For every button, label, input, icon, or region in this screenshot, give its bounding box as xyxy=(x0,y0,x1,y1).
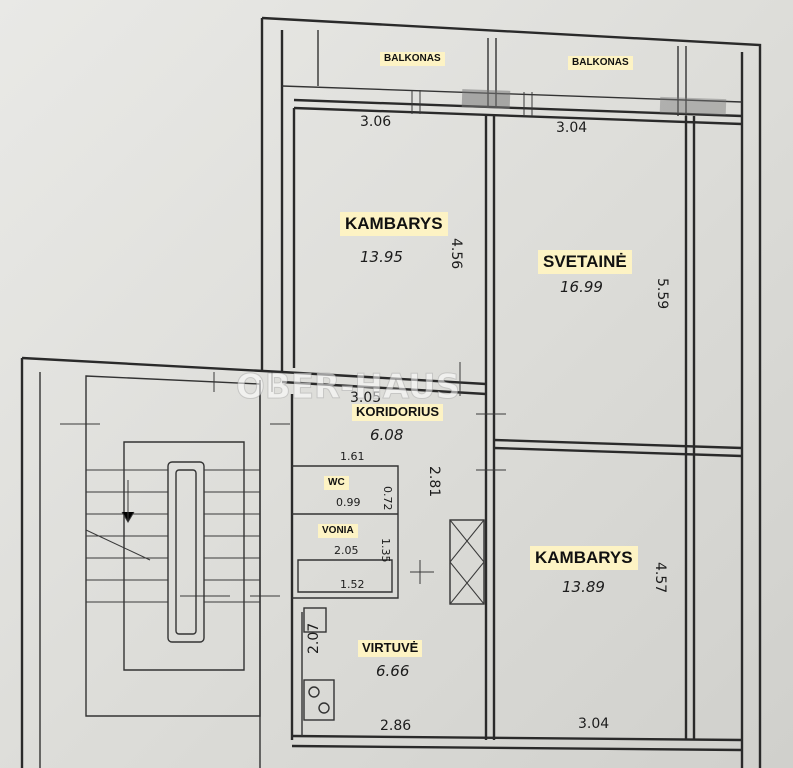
room-label-balkonas-right: BALKONAS xyxy=(568,56,633,70)
dim-top-right-width: 3.04 xyxy=(556,120,587,136)
dim-svetaine-height: 5.59 xyxy=(654,278,670,309)
room-label-svetaine: SVETAINĖ xyxy=(538,250,632,274)
dim-koridorius-width: 3.05 xyxy=(350,390,381,406)
room-label-wc: WC xyxy=(324,476,349,490)
dim-kambarys-bottom-height: 4.57 xyxy=(652,562,668,593)
dim-vonia-width: 1.52 xyxy=(340,578,365,591)
outer-walls xyxy=(20,16,762,768)
area-virtuve: 6.66 xyxy=(376,662,409,680)
room-label-virtuve: VIRTUVĖ xyxy=(358,640,423,657)
watermark: OBER-HAUS xyxy=(236,367,460,407)
dim-virtuve-width: 2.86 xyxy=(380,718,411,734)
room-label-kambarys-bottom: KAMBARYS xyxy=(530,546,638,570)
room-areas: 13.95 16.99 6.08 0.99 2.05 13.89 6.66 xyxy=(334,248,605,680)
room-label-balkonas-left: BALKONAS xyxy=(380,52,445,66)
staircase xyxy=(85,375,261,717)
area-vonia: 2.05 xyxy=(334,544,359,557)
balcony-band xyxy=(281,30,743,126)
area-kambarys-bottom: 13.89 xyxy=(562,578,605,596)
room-label-vonia: VONIA xyxy=(318,524,358,538)
room-label-kambarys-top: KAMBARYS xyxy=(340,212,448,236)
dim-top-left-width: 3.06 xyxy=(360,114,391,130)
door-marks xyxy=(60,362,506,721)
interior-walls xyxy=(281,108,743,752)
dim-kambarys-top-height: 4.56 xyxy=(448,238,464,269)
dim-koridorius-height: 2.81 xyxy=(426,466,442,497)
dim-kambarys-bottom-width: 3.04 xyxy=(578,716,609,732)
dim-virtuve-height: 2.07 xyxy=(306,623,322,654)
dim-wc-depth: 0.72 xyxy=(381,486,394,511)
area-wc: 0.99 xyxy=(336,496,361,509)
area-svetaine: 16.99 xyxy=(560,278,603,296)
dim-vonia-depth: 1.35 xyxy=(379,538,392,563)
area-koridorius: 6.08 xyxy=(370,426,403,444)
area-kambarys-top: 13.95 xyxy=(360,248,403,266)
room-label-koridorius: KORIDORIUS xyxy=(352,404,444,421)
dimensions: 3.06 3.04 4.56 5.59 3.05 1.61 2.81 0.72 … xyxy=(306,114,670,734)
dim-koridorius-side: 1.61 xyxy=(340,450,365,463)
